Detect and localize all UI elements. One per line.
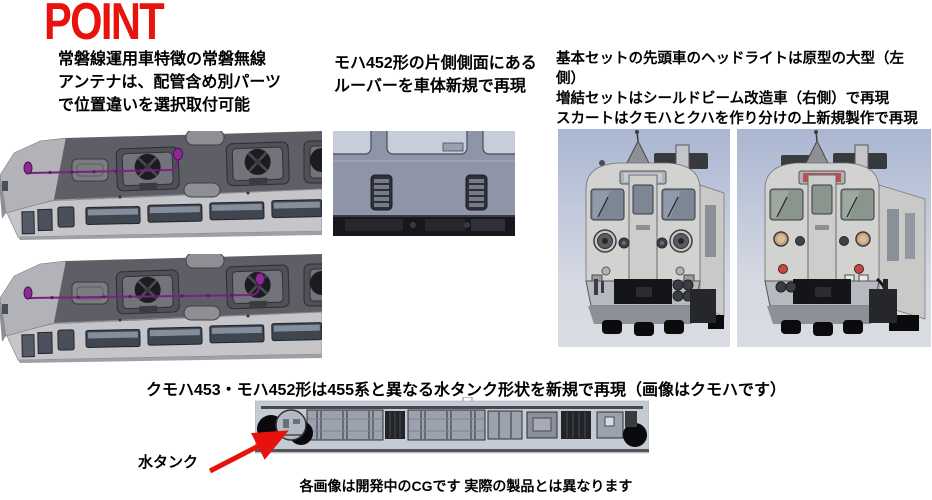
feature-text-headlight: 基本セットの先頭車のヘッドライトは原型の大型（左側） 増結セットはシールドビーム… bbox=[556, 51, 918, 127]
cg-roof-antenna-view-1 bbox=[0, 131, 322, 241]
joban-radio-antenna-pipe bbox=[23, 147, 183, 175]
cg-louver-closeup bbox=[333, 131, 515, 236]
headlight-shieldbeam-left bbox=[773, 231, 805, 247]
cg-roof-antenna-view-2 bbox=[0, 254, 322, 364]
roof-fan-vent bbox=[115, 269, 180, 315]
water-tank-label: 水タンク bbox=[138, 454, 199, 471]
louver-vent bbox=[465, 174, 488, 211]
louver-vent bbox=[370, 174, 393, 211]
cg-underbody-side bbox=[255, 397, 649, 459]
cg-front-shieldbeam bbox=[737, 129, 931, 347]
page-title: POINT bbox=[44, 0, 165, 51]
headlight-large-right bbox=[656, 229, 693, 253]
cg-front-original-headlight bbox=[558, 129, 730, 347]
roof-fan-vent bbox=[225, 264, 290, 310]
underfloor-equipment bbox=[306, 409, 624, 441]
headlight-large-left bbox=[593, 229, 630, 253]
headlight-shieldbeam-right bbox=[839, 231, 871, 247]
joban-radio-antenna-pipe bbox=[23, 272, 265, 300]
disclaimer-text: 各画像は開発中のCGです 実際の製品とは異なります bbox=[299, 478, 633, 494]
roof-fan-vent bbox=[115, 146, 180, 192]
feature-text-antenna: 常磐線運用車特徴の常磐無線 アンテナは、配管含め別パーツ で位置違いを選択取付可… bbox=[58, 51, 282, 114]
tail-light-red bbox=[854, 264, 864, 274]
tail-light-red bbox=[778, 264, 788, 274]
feature-text-louver: モハ452形の片側側面にある ルーバーを車体新規で再現 bbox=[334, 55, 537, 95]
water-tank-caption: クモハ453・モハ452形は455系と異なる水タンク形状を新規で再現（画像はクモ… bbox=[145, 382, 787, 399]
roof-fan-vent bbox=[225, 141, 290, 187]
water-tank-arrow bbox=[206, 424, 296, 476]
